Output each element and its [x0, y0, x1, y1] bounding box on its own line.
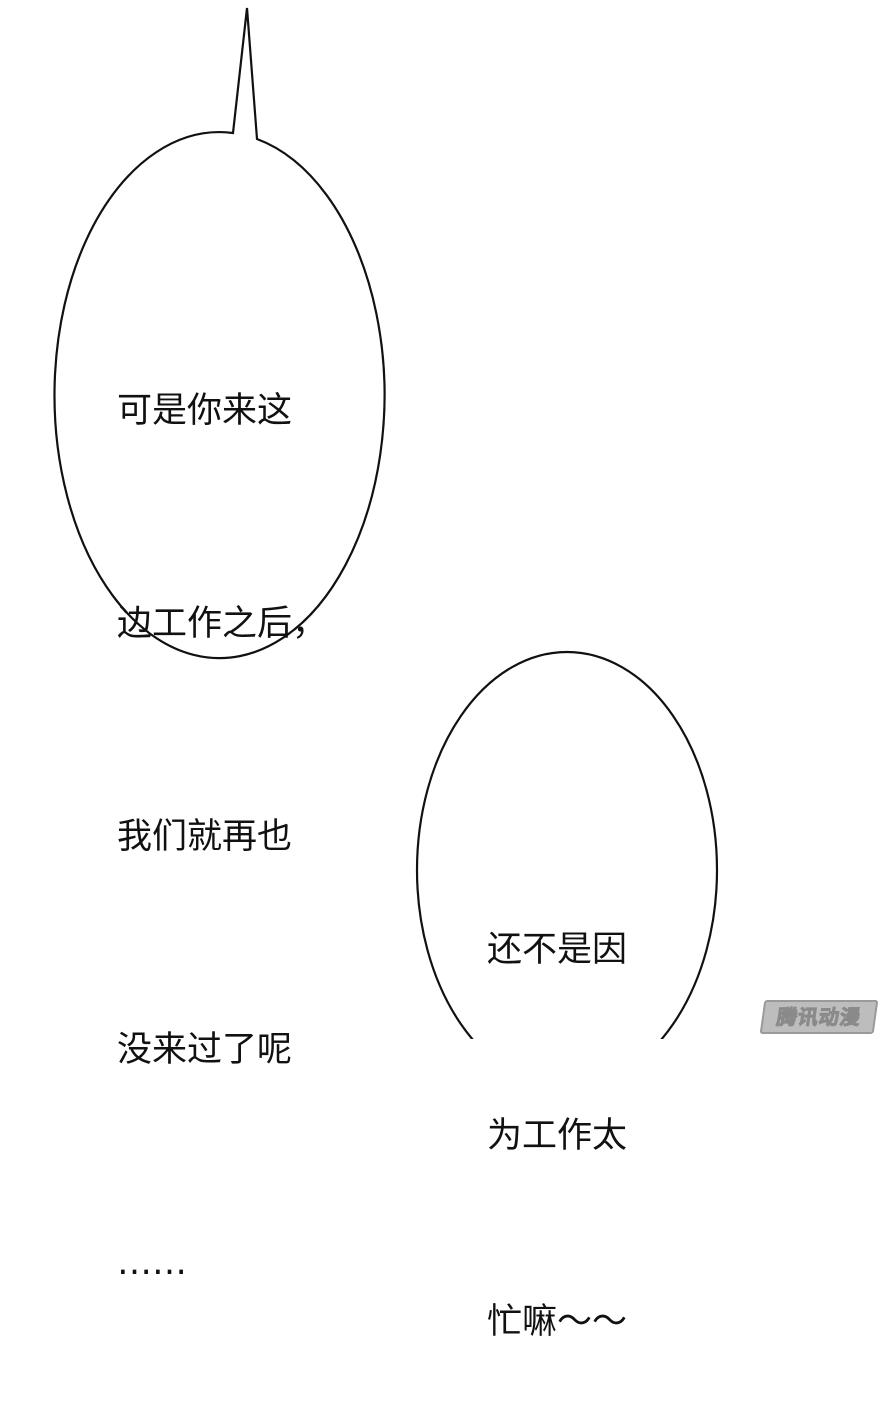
speech-bubble-2-text: 还不是因 为工作太 忙嘛～～ [487, 795, 627, 1415]
bubble-1-line: 可是你来这 [117, 391, 293, 431]
bubble-1-line: 边工作之后， [117, 604, 328, 644]
speech-bubble-1-text: 可是你来这 边工作之后， 我们就再也 没来过了呢 …… [117, 234, 327, 1370]
bubble-1-line: …… [117, 1243, 187, 1283]
speech-bubbles-art [53, 7, 719, 1039]
bubble-1-line: 没来过了呢 [117, 1030, 293, 1070]
bubble-2-line: 忙嘛～～ [487, 1302, 628, 1342]
bubble-1-line: 我们就再也 [117, 817, 293, 857]
bubble-2-line: 还不是因 [487, 930, 628, 970]
bubble-2-line: 为工作太 [487, 1116, 628, 1156]
tencent-comics-watermark-logo: 腾讯动漫 [759, 1000, 879, 1034]
speech-bubble-1-outline [53, 7, 386, 660]
speech-bubble-2-outline [415, 650, 719, 1039]
